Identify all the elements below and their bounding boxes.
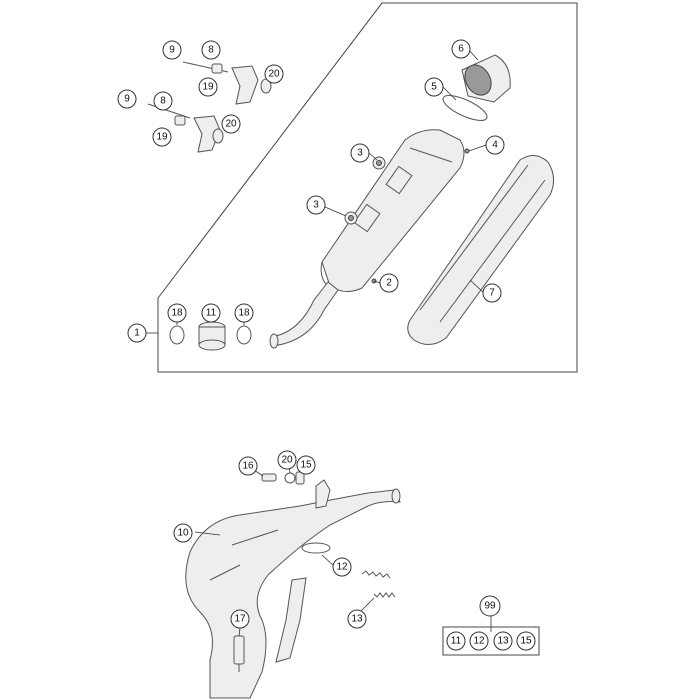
- kit-99-group: 99 11 12 13 15: [442, 595, 540, 656]
- seal-ring-right: [236, 325, 252, 345]
- callout-99: 99: [479, 595, 501, 617]
- silencer-end-cap: [461, 54, 511, 103]
- callout-8-upper: 8: [201, 40, 221, 60]
- callout-11: 11: [201, 303, 221, 323]
- kit-item-12: 12: [469, 631, 489, 651]
- svg-text:8: 8: [208, 45, 214, 56]
- silencer-body: [320, 129, 465, 292]
- kit-99-box: [442, 626, 540, 656]
- callout-18-right: 18: [234, 303, 254, 323]
- svg-text:12: 12: [473, 636, 485, 647]
- svg-text:8: 8: [160, 96, 166, 107]
- callout-9-lower: 9: [117, 89, 137, 109]
- svg-text:4: 4: [492, 140, 498, 151]
- exhaust-flange-pipe: [275, 577, 307, 663]
- svg-text:99: 99: [484, 601, 496, 612]
- exhaust-o-ring: [301, 542, 331, 554]
- kit-item-11: 11: [446, 631, 466, 651]
- svg-text:20: 20: [225, 119, 237, 130]
- callout-19-upper: 19: [198, 77, 218, 97]
- kit-item-15: 15: [516, 631, 536, 651]
- svg-text:11: 11: [206, 308, 217, 319]
- callout-16: 16: [238, 456, 258, 476]
- callout-19-lower: 19: [152, 127, 172, 147]
- callout-3-upper: 3: [350, 143, 370, 163]
- svg-text:3: 3: [313, 200, 319, 211]
- silencer-gasket-ring: [442, 95, 488, 121]
- svg-text:9: 9: [169, 45, 175, 56]
- svg-text:15: 15: [520, 636, 532, 647]
- tension-springs: [361, 570, 396, 598]
- svg-text:1: 1: [134, 328, 140, 339]
- svg-text:16: 16: [242, 461, 254, 472]
- sleeve-joint: [198, 321, 226, 351]
- small-bolt-stud: [261, 471, 305, 485]
- callout-15: 15: [296, 455, 316, 475]
- callout-3-lower: 3: [306, 195, 326, 215]
- callout-6: 6: [451, 39, 471, 59]
- exhaust-mount-tab: [315, 479, 331, 509]
- lambda-sensor: [233, 635, 245, 672]
- callout-4: 4: [485, 135, 505, 155]
- svg-text:7: 7: [489, 288, 495, 299]
- rubber-bushing-lower: [344, 211, 358, 225]
- callout-1: 1: [127, 323, 147, 343]
- svg-text:13: 13: [351, 614, 363, 625]
- svg-text:19: 19: [156, 132, 168, 143]
- svg-text:18: 18: [171, 308, 183, 319]
- callout-17: 17: [230, 609, 250, 629]
- svg-text:9: 9: [124, 94, 130, 105]
- callout-20-upper: 20: [264, 64, 284, 84]
- svg-text:3: 3: [357, 148, 363, 159]
- callout-20-lower: 20: [221, 114, 241, 134]
- rubber-bushing-upper: [372, 156, 386, 170]
- callout-20-exhaust: 20: [277, 450, 297, 470]
- kit-item-13: 13: [493, 631, 513, 651]
- callout-18-left: 18: [167, 303, 187, 323]
- svg-text:11: 11: [451, 636, 462, 647]
- callout-10: 10: [173, 523, 193, 543]
- svg-text:19: 19: [202, 82, 214, 93]
- silencer-assembly-frame: [157, 2, 578, 373]
- mounting-bracket-lower: [147, 103, 224, 153]
- callout-2: 2: [379, 273, 399, 293]
- seal-ring-left: [169, 325, 185, 345]
- callout-13: 13: [347, 609, 367, 629]
- callout-9-upper: 9: [162, 40, 182, 60]
- svg-text:18: 18: [238, 308, 250, 319]
- silencer-inlet-pipe: [269, 281, 339, 349]
- svg-text:15: 15: [300, 460, 312, 471]
- svg-text:13: 13: [497, 636, 509, 647]
- svg-text:17: 17: [234, 614, 246, 625]
- svg-text:20: 20: [268, 69, 280, 80]
- svg-text:5: 5: [431, 82, 437, 93]
- callout-7: 7: [482, 283, 502, 303]
- mounting-bracket-upper: [182, 61, 272, 105]
- svg-text:12: 12: [336, 562, 348, 573]
- svg-text:2: 2: [386, 278, 392, 289]
- silencer-outer-sleeve: [407, 155, 554, 345]
- svg-text:6: 6: [458, 44, 464, 55]
- callout-8-lower: 8: [153, 91, 173, 111]
- callout-5: 5: [424, 77, 444, 97]
- svg-text:20: 20: [281, 455, 293, 466]
- callout-12: 12: [332, 557, 352, 577]
- svg-text:10: 10: [177, 528, 189, 539]
